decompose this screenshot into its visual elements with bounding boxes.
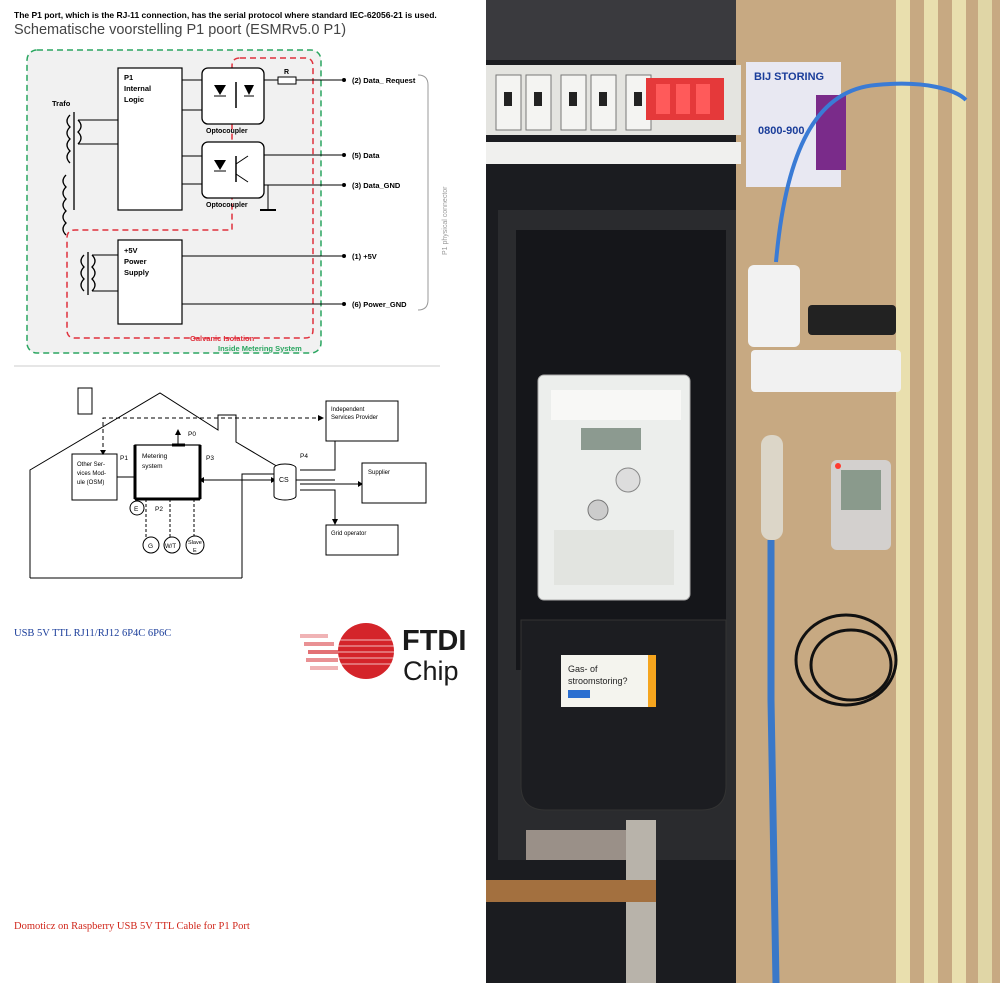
optocoupler-1 — [201, 67, 265, 125]
house-outline — [29, 392, 292, 578]
metering-system-box — [134, 444, 201, 500]
svg-text:CS: CS — [279, 477, 289, 484]
ftdi-logo-line1: FTDI — [402, 625, 466, 657]
meter-cabinet-photo: Gas- of stroomstoring? BIJ STORING 0800-… — [486, 0, 1000, 983]
resistor-r — [277, 76, 297, 85]
meter-e — [129, 500, 145, 516]
port-p1: P1 — [120, 455, 128, 462]
svg-text:Optocoupler: Optocoupler — [206, 202, 248, 209]
intro-text: The P1 port, which is the RJ-11 connecti… — [14, 10, 437, 20]
svg-text:Optocoupler: Optocoupler — [206, 128, 248, 135]
svg-text:Internal: Internal — [124, 84, 151, 93]
svg-text:Gas- of: Gas- of — [568, 664, 598, 674]
pin-power-gnd: (6) Power_GND — [352, 300, 407, 309]
ftdi-disc-icon — [300, 623, 394, 679]
inside-label: Inside Metering System — [218, 344, 302, 353]
ftdi-logo-line2: Chip — [403, 656, 459, 686]
pin-data-gnd: (3) Data_GND — [352, 181, 401, 190]
internal-logic-block — [117, 67, 183, 211]
svg-text:Logic: Logic — [124, 95, 144, 104]
svg-text:W/T: W/T — [165, 544, 176, 550]
electricity-meter — [537, 374, 691, 601]
router-device — [748, 265, 901, 392]
svg-text:Grid operator: Grid operator — [331, 531, 366, 537]
cable-title: USB 5V TTL RJ11/RJ12 6P4C 6P6C — [14, 628, 172, 639]
osm-box — [71, 453, 118, 501]
power-supply-block — [117, 239, 183, 325]
ftdi-logo: FTDI Chip — [300, 618, 475, 688]
svg-text:E: E — [134, 506, 139, 513]
svg-text:system: system — [142, 463, 163, 470]
galvanic-label: Galvanic Isolation — [190, 334, 255, 343]
trafo-coil-left — [62, 174, 67, 236]
storing-sign: BIJ STORING 0800-900 — [746, 62, 846, 187]
svg-text:0800-900: 0800-900 — [758, 125, 805, 137]
trafo-coil-primary — [66, 114, 71, 164]
port-p0: P0 — [188, 431, 196, 438]
svg-text:G: G — [148, 543, 153, 550]
pin-5v: (1) +5V — [352, 252, 377, 261]
grid-operator-box — [325, 524, 399, 556]
svg-text:BIJ STORING: BIJ STORING — [754, 71, 824, 83]
schematic-title: Schematische voorstelling P1 poort (ESMR… — [14, 22, 347, 38]
svg-text:P1: P1 — [124, 73, 133, 82]
cable-caption: Domoticz on Raspberry USB 5V TTL Cable f… — [14, 921, 250, 932]
svg-text:Supply: Supply — [124, 268, 150, 277]
meter-wt — [163, 536, 181, 554]
isp-box — [325, 400, 399, 442]
connector-label: P1 physical connector — [442, 186, 449, 255]
svg-text:Power: Power — [124, 257, 147, 266]
galvanic-isolation-boundary — [66, 57, 314, 339]
cs-database: CS — [273, 463, 297, 501]
port-p4: P4 — [300, 453, 308, 460]
circuit-breakers — [486, 65, 741, 164]
power-trafo-coil — [80, 254, 85, 292]
p1-schematic: Trafo P1 Internal Logic Optocoupler R Op… — [14, 49, 449, 579]
pin-data: (5) Data — [352, 151, 380, 160]
svg-text:Metering: Metering — [142, 453, 168, 460]
meter-slave — [185, 535, 205, 555]
gas-meter-box: Gas- of stroomstoring? — [520, 619, 727, 811]
meter-g — [142, 536, 160, 554]
pin-data-request: (2) Data_ Request — [352, 76, 416, 85]
svg-text:+5V: +5V — [124, 246, 138, 255]
svg-text:Independent: Independent — [331, 407, 365, 413]
svg-text:E: E — [193, 548, 197, 554]
port-p3: P3 — [206, 455, 214, 462]
svg-text:stroomstoring?: stroomstoring? — [568, 676, 628, 686]
supplier-box — [361, 462, 427, 504]
svg-text:Services Provider: Services Provider — [331, 415, 378, 421]
svg-text:vices Mod-: vices Mod- — [77, 471, 106, 477]
connector-bracket — [417, 74, 429, 311]
port-p2: P2 — [155, 506, 163, 513]
optocoupler-2 — [201, 141, 265, 199]
svg-text:ule (OSM): ule (OSM) — [77, 480, 104, 486]
svg-text:R: R — [284, 69, 289, 76]
svg-text:Slave: Slave — [188, 540, 202, 546]
raspberry-pi-case — [831, 460, 891, 550]
trafo-label: Trafo — [52, 99, 71, 108]
svg-text:Other Ser-: Other Ser- — [77, 462, 105, 468]
svg-text:Supplier: Supplier — [368, 470, 390, 476]
